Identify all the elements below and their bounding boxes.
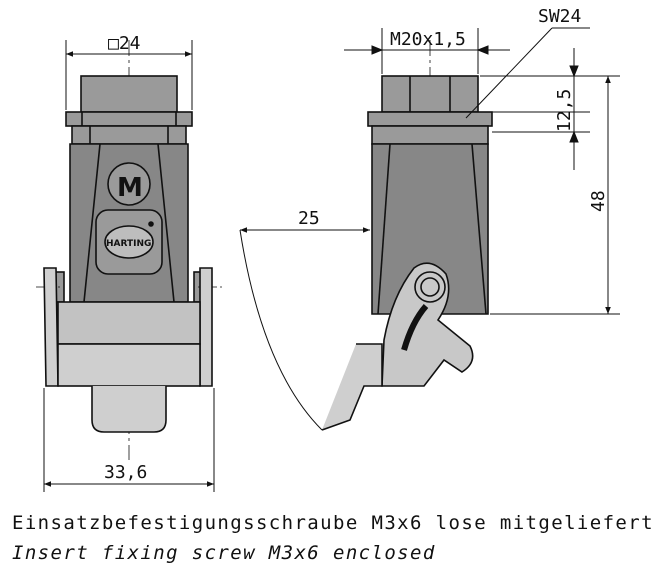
gland-nut <box>65 111 193 127</box>
dim-height-12-5: 12,5 <box>554 89 575 132</box>
side-gland-base <box>371 125 489 145</box>
caption-english: Insert fixing screw M3x6 enclosed <box>12 542 436 564</box>
right-lever <box>199 267 213 387</box>
dim-height-48: 48 <box>588 190 609 212</box>
bottom-spigot <box>91 386 167 433</box>
side-gland-nut <box>381 75 479 113</box>
technical-drawing: □24 33,6 M20x1,5 SW24 12,5 48 25 M HARTI… <box>36 6 620 492</box>
dim-square-24: □24 <box>108 33 141 54</box>
dim-lever-25: 25 <box>298 208 320 229</box>
gland-base <box>71 125 187 145</box>
left-lever <box>43 267 59 387</box>
logo-circle <box>107 162 151 206</box>
dim-width-33-6: 33,6 <box>104 462 147 483</box>
front-dimensions <box>43 40 215 492</box>
caption-german: Einsatzbefestigungsschraube M3x6 lose mi… <box>12 512 654 534</box>
side-dimensions <box>240 27 620 315</box>
side-gland-ring <box>367 111 493 127</box>
side-lever <box>381 262 474 387</box>
lower-frame <box>57 301 201 345</box>
side-hood-base <box>321 343 383 431</box>
wrench-leader <box>465 27 553 119</box>
side-housing-body <box>371 143 489 315</box>
lever-swing-arc <box>239 229 323 431</box>
logo-brand: HARTING <box>106 239 151 249</box>
logo-letter: M <box>117 173 143 203</box>
base-plate <box>57 343 201 387</box>
dim-thread: M20x1,5 <box>390 29 466 50</box>
gland-cap <box>80 75 178 113</box>
pivot-inner <box>420 277 440 297</box>
front-view <box>36 40 222 460</box>
dim-wrench: SW24 <box>538 6 581 27</box>
side-view <box>239 40 493 431</box>
